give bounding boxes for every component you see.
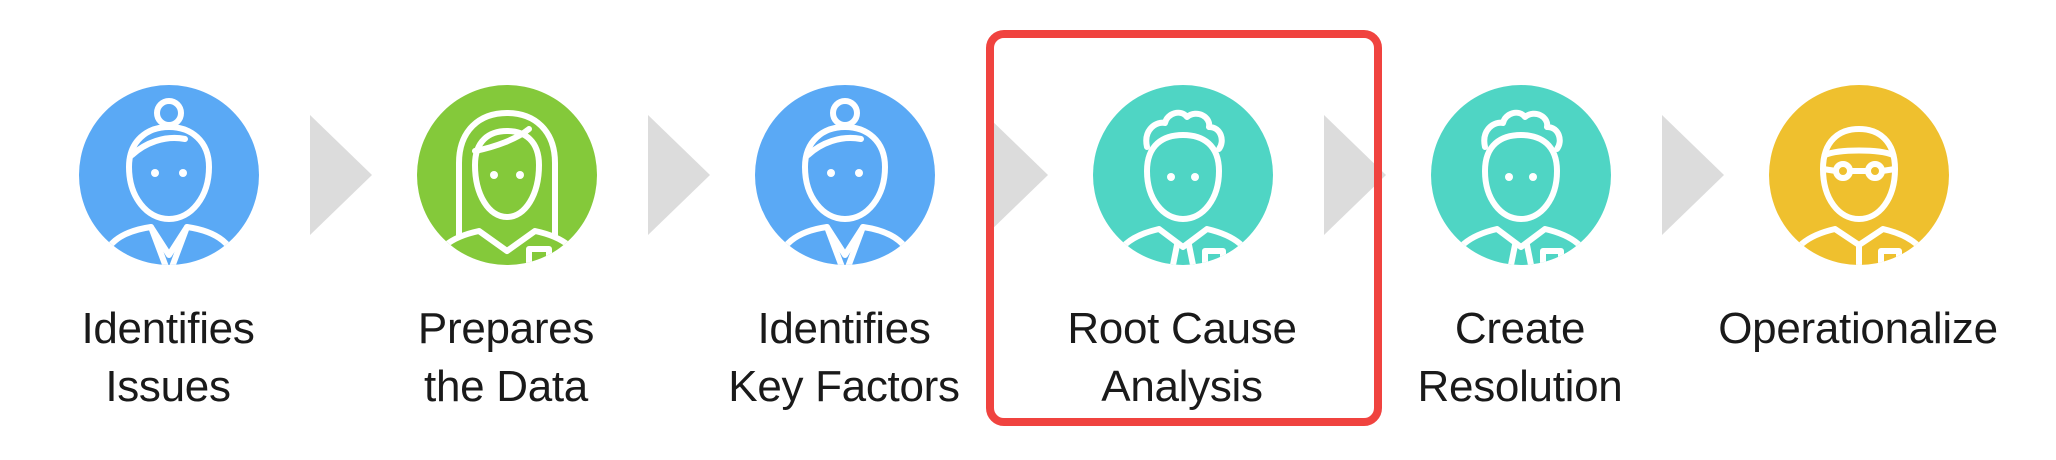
step-label-line2: Analysis xyxy=(1101,362,1263,411)
step-label-line1: Root Cause xyxy=(1067,304,1297,353)
step-create-resolution: Create Resolution xyxy=(1370,0,1670,460)
chevron-right-icon xyxy=(1662,115,1724,235)
chevron-right-icon xyxy=(310,115,372,235)
step-label: Identifies Key Factors xyxy=(674,300,1014,416)
step-label: Identifies Issues xyxy=(0,300,338,416)
step-identifies-key-factors: Identifies Key Factors xyxy=(694,0,994,460)
step-label-line2: Issues xyxy=(105,362,231,411)
step-identifies-issues: Identifies Issues xyxy=(18,0,318,460)
step-label-line2: Resolution xyxy=(1417,362,1623,411)
step-label-line1: Create xyxy=(1454,304,1586,353)
step-prepares-the-data: Prepares the Data xyxy=(356,0,656,460)
man-glasses-icon xyxy=(1769,85,1949,265)
step-label-line1: Operationalize xyxy=(1718,304,1998,353)
woman-long-hair-icon xyxy=(417,85,597,265)
step-label: Prepares the Data xyxy=(336,300,676,416)
step-label-line1: Prepares xyxy=(417,304,595,353)
step-label: Create Resolution xyxy=(1350,300,1690,416)
chevron-right-icon xyxy=(648,115,710,235)
step-label-line2: Key Factors xyxy=(728,362,960,411)
step-operationalize: Operationalize xyxy=(1708,0,2008,460)
step-label-line1: Identifies xyxy=(81,304,255,353)
woman-bun-icon xyxy=(79,85,259,265)
highlight-frame xyxy=(986,30,1382,426)
step-label: Operationalize xyxy=(1688,300,2028,358)
man-curly-hair-icon xyxy=(1093,85,1273,265)
woman-bun-icon xyxy=(755,85,935,265)
chevron-right-icon xyxy=(1324,115,1386,235)
step-label-line1: Identifies xyxy=(757,304,931,353)
step-root-cause-analysis: Root Cause Analysis xyxy=(1032,0,1332,460)
chevron-right-icon xyxy=(986,115,1048,235)
man-curly-hair-icon xyxy=(1431,85,1611,265)
step-label-line2: the Data xyxy=(424,362,588,411)
step-label: Root Cause Analysis xyxy=(1012,300,1352,416)
